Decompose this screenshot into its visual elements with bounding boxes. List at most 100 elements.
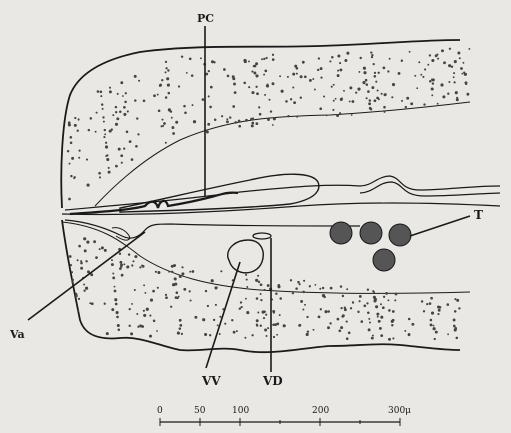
cell-dot	[111, 259, 113, 261]
cell-dot	[377, 89, 379, 91]
cell-dot	[331, 56, 334, 59]
cell-dot	[69, 255, 72, 258]
cell-dot	[137, 326, 139, 328]
cell-dot	[170, 306, 172, 308]
cell-dot	[392, 337, 394, 339]
cell-dot	[77, 130, 79, 132]
scale-label-300: 300	[388, 406, 405, 416]
cell-dot	[124, 101, 127, 104]
cell-dot	[343, 90, 345, 92]
cell-dot	[71, 157, 74, 160]
cell-dot	[234, 121, 237, 124]
cell-dot	[90, 117, 93, 120]
cell-dot	[73, 177, 75, 179]
cell-dot	[97, 90, 100, 93]
cell-dot	[101, 246, 104, 249]
cell-dot	[168, 108, 171, 111]
cell-dot	[115, 123, 118, 126]
cell-dot	[466, 93, 469, 96]
cell-dot	[171, 126, 174, 129]
cell-dot	[213, 319, 215, 321]
cell-dot	[342, 295, 344, 297]
cell-dot	[391, 324, 393, 326]
cell-dot	[302, 61, 305, 64]
cell-dot	[375, 305, 378, 308]
cell-dot	[165, 296, 168, 299]
cell-dot	[193, 120, 196, 123]
cell-dot	[165, 142, 167, 144]
cell-dot	[357, 88, 360, 91]
cell-dot	[346, 288, 348, 290]
cell-dot	[363, 304, 366, 307]
cell-dot	[418, 61, 420, 63]
cell-dot	[131, 264, 133, 266]
vv-leader	[206, 262, 240, 368]
cell-dot	[324, 310, 327, 313]
cell-dot	[116, 316, 119, 319]
cell-dot	[442, 95, 445, 98]
upper-inner-boundary	[95, 102, 470, 206]
cell-dot	[150, 299, 153, 302]
vitelline-duct-opening	[253, 233, 271, 239]
cell-dot	[159, 85, 161, 87]
cell-dot	[200, 57, 202, 59]
cell-dot	[134, 255, 137, 258]
cell-dot	[431, 87, 434, 90]
cell-dot	[106, 158, 109, 161]
cell-dot	[213, 61, 215, 63]
cell-dot	[214, 118, 217, 121]
cell-dot	[340, 307, 342, 309]
cell-dot	[263, 311, 265, 313]
cell-dot	[384, 111, 386, 113]
upper-channel-inner	[360, 182, 500, 196]
cell-dot	[251, 124, 254, 127]
cell-dot	[458, 307, 460, 309]
cell-dot	[454, 60, 457, 63]
cell-dot	[392, 310, 395, 313]
cell-dot	[123, 147, 125, 149]
cell-dot	[157, 271, 160, 274]
cell-dot	[240, 306, 242, 308]
cell-dot	[114, 290, 117, 293]
label-pc: PC	[197, 12, 214, 25]
cell-dot	[109, 90, 112, 93]
cell-dot	[251, 334, 253, 336]
cell-dot	[383, 106, 386, 109]
cell-dot	[123, 113, 126, 116]
cell-dot	[272, 54, 274, 56]
cell-dot	[157, 287, 159, 289]
cell-dot	[139, 266, 141, 268]
cell-dot	[167, 69, 169, 71]
cell-dot	[315, 284, 317, 286]
cell-dot	[380, 303, 382, 305]
cell-dot	[449, 48, 451, 50]
cell-dot	[420, 74, 422, 76]
cell-dot	[416, 87, 418, 89]
cell-dot	[233, 83, 236, 86]
cell-dot	[383, 296, 385, 298]
cell-dot	[93, 240, 96, 243]
cell-dot	[143, 310, 145, 312]
cell-dot	[359, 295, 362, 298]
cell-dot	[267, 118, 270, 121]
cell-dot	[103, 121, 105, 123]
cell-dot	[217, 324, 219, 326]
cell-dot	[368, 328, 371, 331]
cell-dot	[456, 299, 459, 302]
t-leader	[410, 216, 470, 236]
cell-dot	[127, 110, 129, 112]
cell-dot	[391, 320, 394, 323]
cell-dot	[251, 71, 253, 73]
cell-dot	[430, 319, 433, 322]
cell-dot	[401, 100, 403, 102]
cell-dot	[346, 337, 349, 340]
cell-dot	[264, 329, 267, 332]
cell-dot	[69, 163, 71, 165]
cell-dot	[142, 265, 145, 268]
cell-dot	[435, 54, 438, 57]
cell-dot	[309, 285, 311, 287]
cell-dot	[255, 86, 257, 88]
cell-dot	[74, 124, 77, 127]
cell-dot	[238, 120, 241, 123]
cell-dot	[153, 94, 156, 97]
